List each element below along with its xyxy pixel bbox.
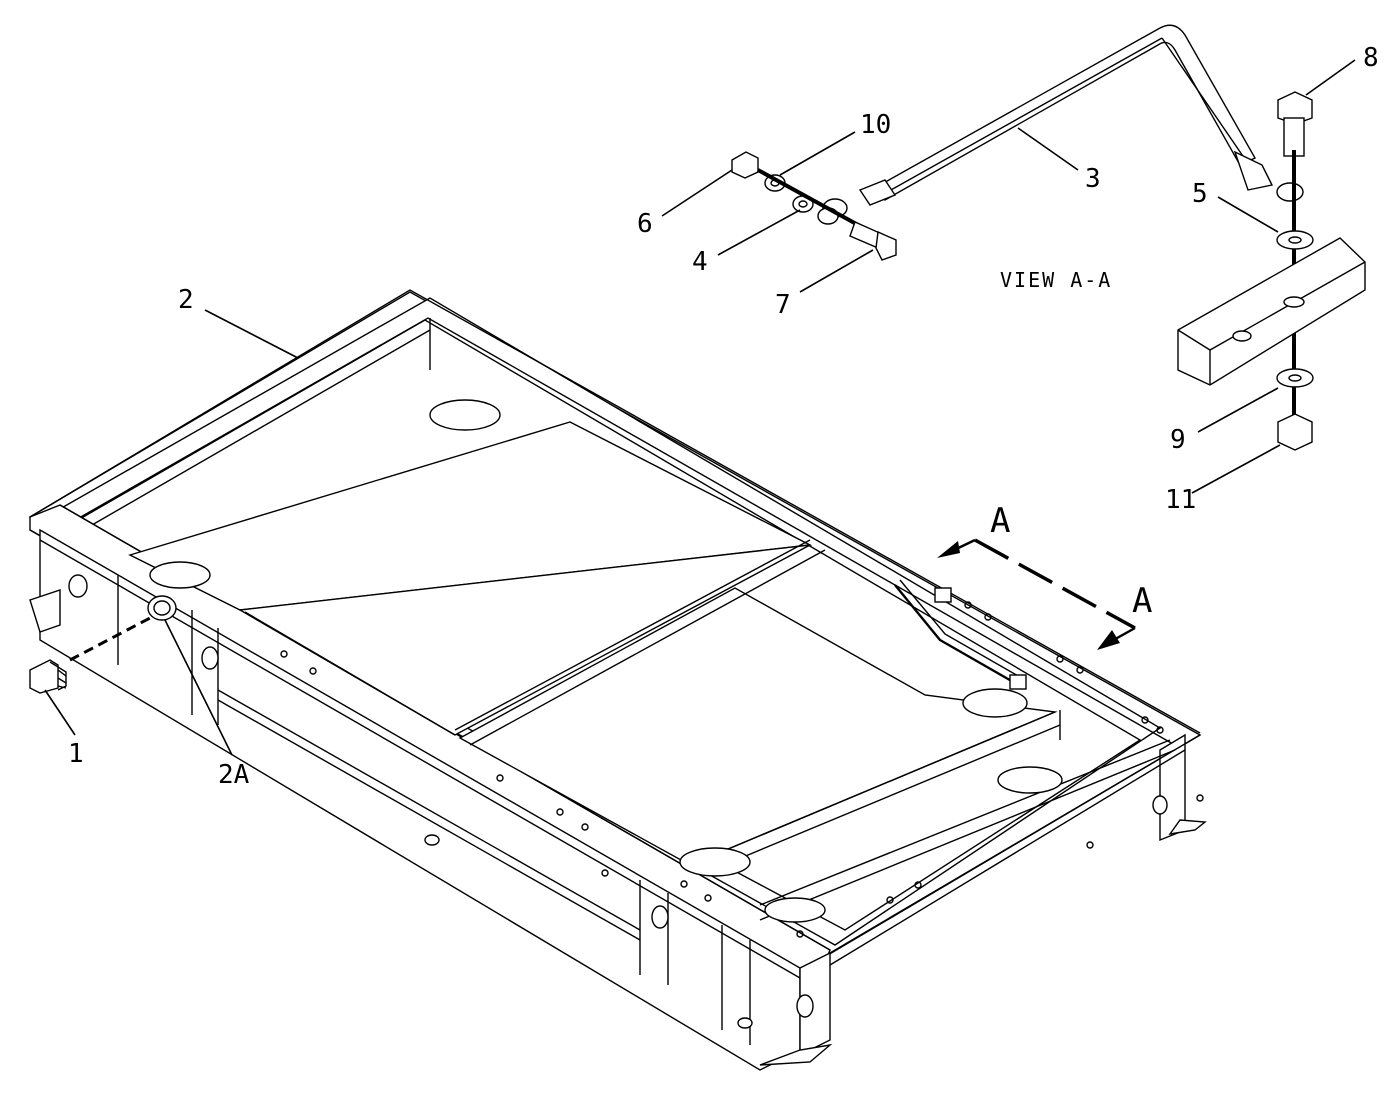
callout-10: 10 <box>860 110 891 140</box>
washer-9 <box>1276 368 1314 388</box>
callout-4: 4 <box>692 247 708 277</box>
callout-8: 8 <box>1363 43 1379 73</box>
view-aa-detail <box>731 24 1366 451</box>
section-mark-left: A <box>990 501 1010 541</box>
callout-3: 3 <box>1085 164 1101 194</box>
section-mark-right: A <box>1132 581 1152 621</box>
callout-1: 1 <box>68 739 84 769</box>
installed-ground-strap <box>894 579 1027 690</box>
flange-holes <box>280 601 1204 938</box>
callout-6: 6 <box>637 209 653 239</box>
drain-plug <box>29 616 151 694</box>
nut-11 <box>1277 413 1313 451</box>
drain-port <box>147 595 177 621</box>
callout-9: 9 <box>1170 425 1186 455</box>
callout-2a: 2A <box>218 760 250 790</box>
base-frame <box>28 289 1207 1071</box>
nut-6 <box>731 151 759 179</box>
view-title: VIEW A-A <box>1000 268 1112 292</box>
washer-5 <box>1276 230 1314 250</box>
callout-11: 11 <box>1165 485 1196 515</box>
callout-5: 5 <box>1192 179 1208 209</box>
callout-7: 7 <box>775 290 791 320</box>
callout-2: 2 <box>178 285 194 315</box>
ground-strap <box>879 24 1256 202</box>
leader-lines <box>44 59 1356 756</box>
bolt-8 <box>1277 91 1313 125</box>
section-line <box>937 538 1136 650</box>
